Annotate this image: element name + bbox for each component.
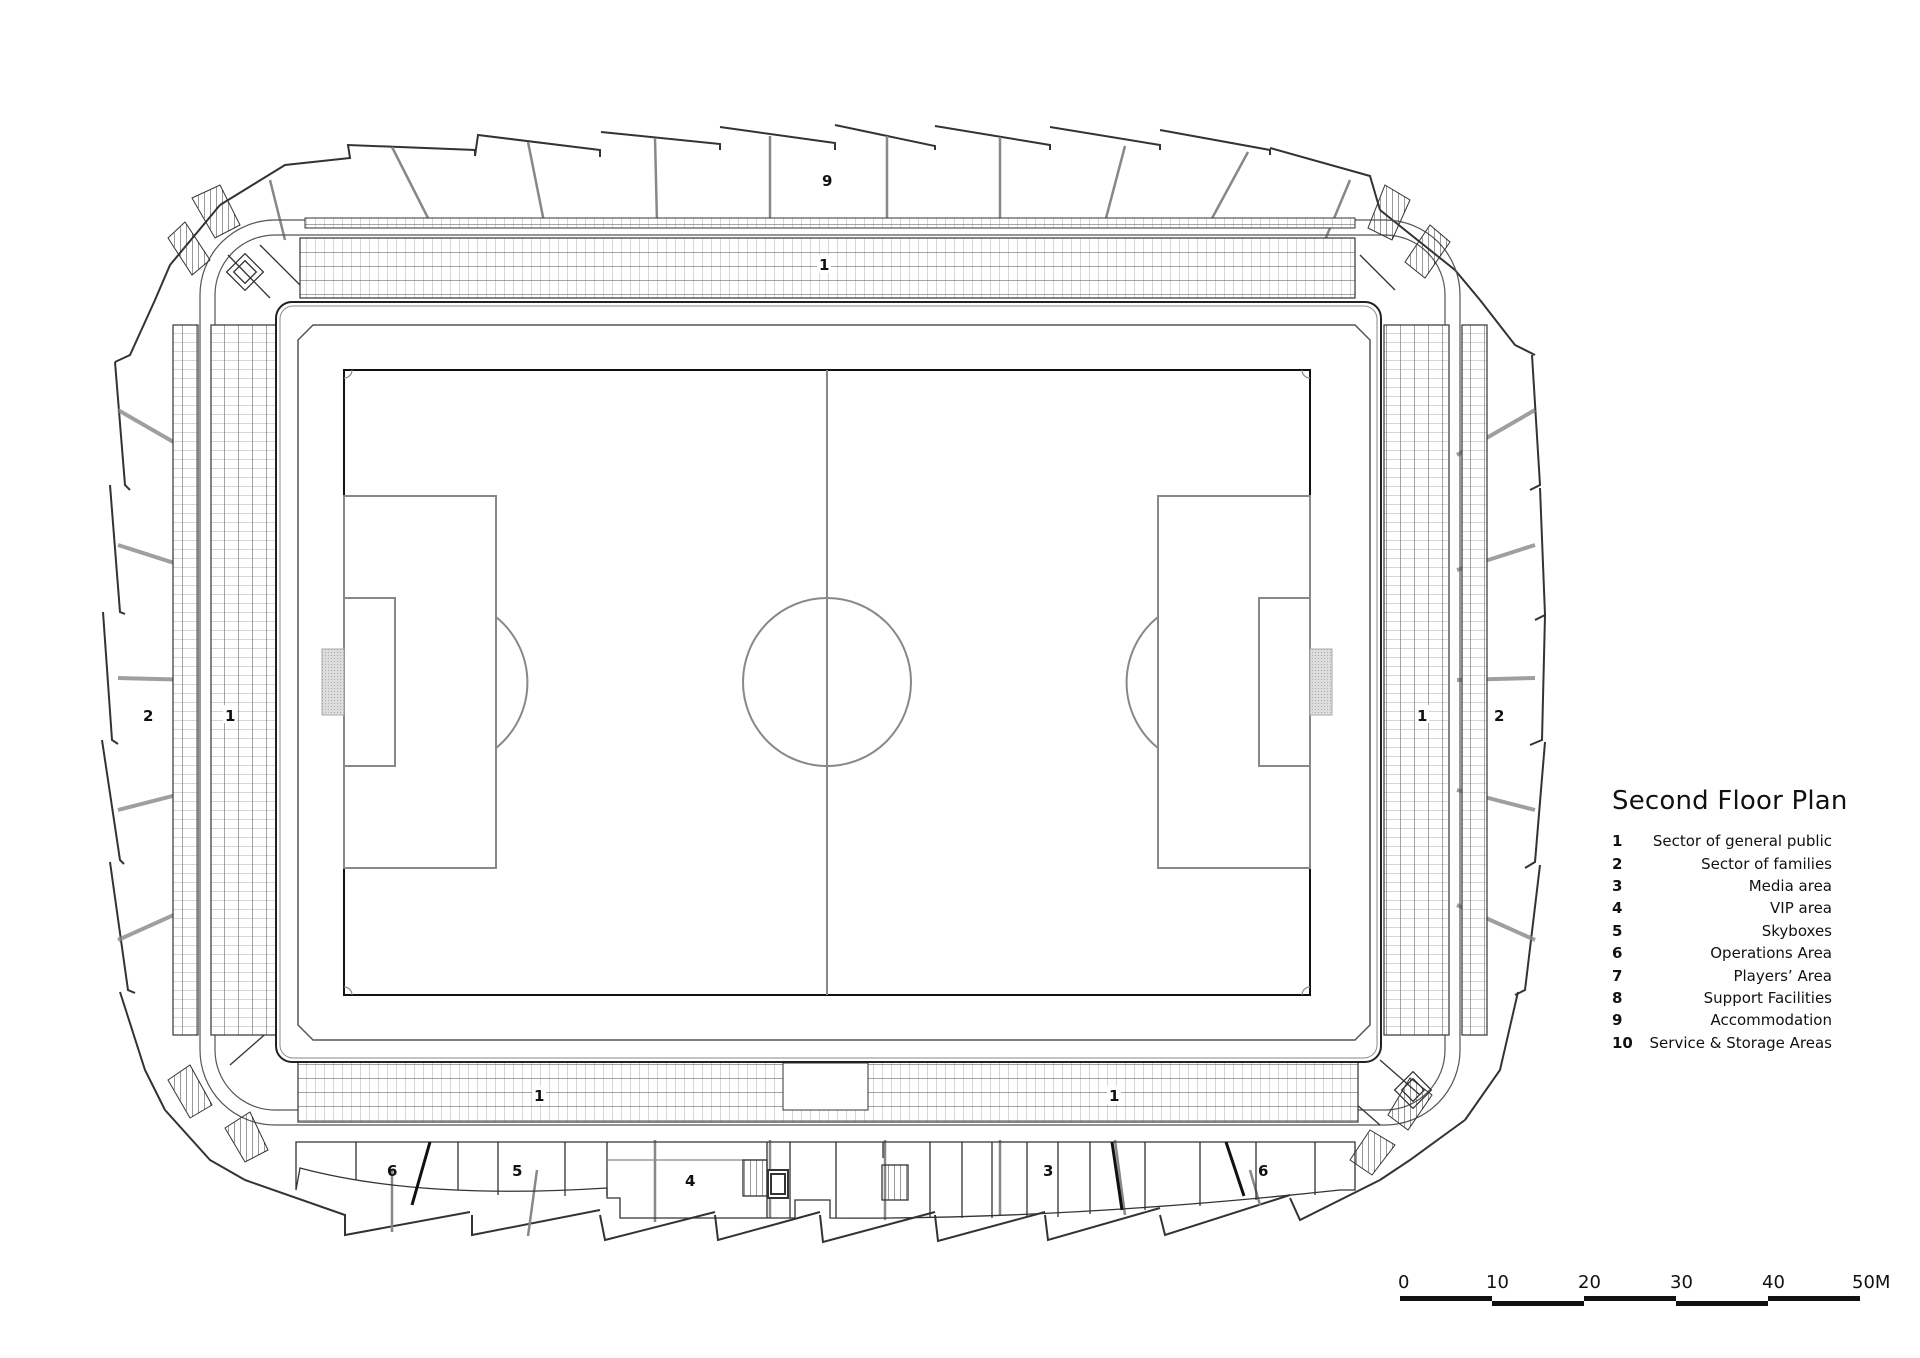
label-operations-right: 6 (1258, 1162, 1268, 1180)
legend-text: Operations Area (1710, 944, 1832, 963)
legend-item: 1 Sector of general public (1612, 830, 1832, 852)
legend-text: Players’ Area (1733, 966, 1832, 985)
label-general-public-bottom-right: 1 (1109, 1087, 1119, 1105)
legend-text: Support Facilities (1703, 988, 1832, 1007)
label-general-public-bottom-left: 1 (534, 1087, 544, 1105)
legend-item: 7 Players’ Area (1612, 964, 1832, 986)
penalty-arc-right (1125, 616, 1159, 749)
top-upper-walkway (304, 217, 1356, 229)
legend-item: 5 Skyboxes (1612, 920, 1832, 942)
legend-text: Media area (1748, 876, 1832, 895)
legend-number: 4 (1612, 899, 1623, 918)
scale-label-0: 0 (1398, 1272, 1410, 1293)
bottom-stand-gap (782, 1062, 869, 1111)
label-general-public-top: 1 (819, 256, 829, 274)
bottom-stair-cores (742, 1159, 909, 1201)
roof-facade-bottom (244, 1179, 1381, 1244)
label-general-public-right: 1 (1417, 707, 1427, 725)
legend: Second Floor Plan 1 Sector of general pub… (1612, 786, 1848, 1054)
legend-number: 2 (1612, 854, 1623, 873)
scale-label-50: 50M (1852, 1272, 1891, 1293)
legend-number: 3 (1612, 876, 1623, 895)
legend-text: Skyboxes (1761, 921, 1832, 940)
legend-title: Second Floor Plan (1612, 786, 1848, 816)
right-outer-seating (1461, 324, 1488, 1036)
label-families-left: 2 (143, 707, 153, 725)
legend-item: 10 Service & Storage Areas (1612, 1032, 1832, 1054)
plan-labels: 9 1 2 1 1 2 1 1 6 5 4 3 6 (143, 172, 1504, 1190)
roof-struts-top (268, 136, 1352, 241)
legend-text: Service & Storage Areas (1649, 1033, 1832, 1052)
scale-bar-graphic (1400, 1296, 1860, 1306)
legend-number: 6 (1612, 944, 1623, 963)
label-accommodation-9: 9 (822, 172, 832, 190)
label-families-right: 2 (1494, 707, 1504, 725)
scale-bar: 0 10 20 30 40 50M (1398, 1272, 1898, 1332)
label-general-public-left: 1 (225, 707, 235, 725)
legend-item: 6 Operations Area (1612, 942, 1832, 964)
legend-text: VIP area (1770, 899, 1832, 918)
corner-lift-cores (225, 244, 1433, 1126)
right-stand-seating (1383, 324, 1450, 1036)
legend-number: 9 (1612, 1011, 1623, 1030)
roof-struts-bottom (390, 1139, 1262, 1237)
scale-label-30: 30 (1670, 1272, 1693, 1293)
football-pitch (321, 369, 1333, 996)
label-vip: 4 (685, 1172, 695, 1190)
legend-text: Sector of general public (1652, 832, 1832, 851)
legend-number: 8 (1612, 988, 1623, 1007)
centre-circle (742, 597, 912, 767)
scale-label-10: 10 (1486, 1272, 1509, 1293)
pitch-apron (297, 324, 1371, 1041)
legend-item: 2 Sector of families (1612, 852, 1832, 874)
label-operations-left: 6 (387, 1162, 397, 1180)
goal-net-left (321, 648, 345, 716)
legend-item: 9 Accommodation (1612, 1009, 1832, 1031)
penalty-arc-left (495, 616, 529, 749)
goal-net-right (1309, 648, 1333, 716)
scale-label-40: 40 (1762, 1272, 1785, 1293)
legend-item: 8 Support Facilities (1612, 987, 1832, 1009)
left-stand-seating (210, 324, 277, 1036)
legend-item: 4 VIP area (1612, 897, 1832, 919)
roof-facade-top (219, 124, 1481, 301)
bottom-building-partitions (410, 1141, 1246, 1211)
legend-number: 5 (1612, 921, 1623, 940)
scale-label-20: 20 (1578, 1272, 1601, 1293)
legend-text: Accommodation (1710, 1011, 1832, 1030)
bottom-building (295, 1141, 1356, 1219)
pitch-surround-inner (279, 305, 1378, 1059)
legend-number: 1 (1612, 832, 1623, 851)
legend-number: 7 (1612, 966, 1623, 985)
label-skyboxes: 5 (512, 1162, 522, 1180)
roof-facade-right (1379, 299, 1547, 1181)
legend-number: 10 (1612, 1033, 1633, 1052)
left-outer-seating (172, 324, 199, 1036)
corner-stairs (167, 184, 1451, 1176)
legend-text: Sector of families (1701, 854, 1832, 873)
legend-item: 3 Media area (1612, 875, 1832, 897)
label-media: 3 (1043, 1162, 1053, 1180)
